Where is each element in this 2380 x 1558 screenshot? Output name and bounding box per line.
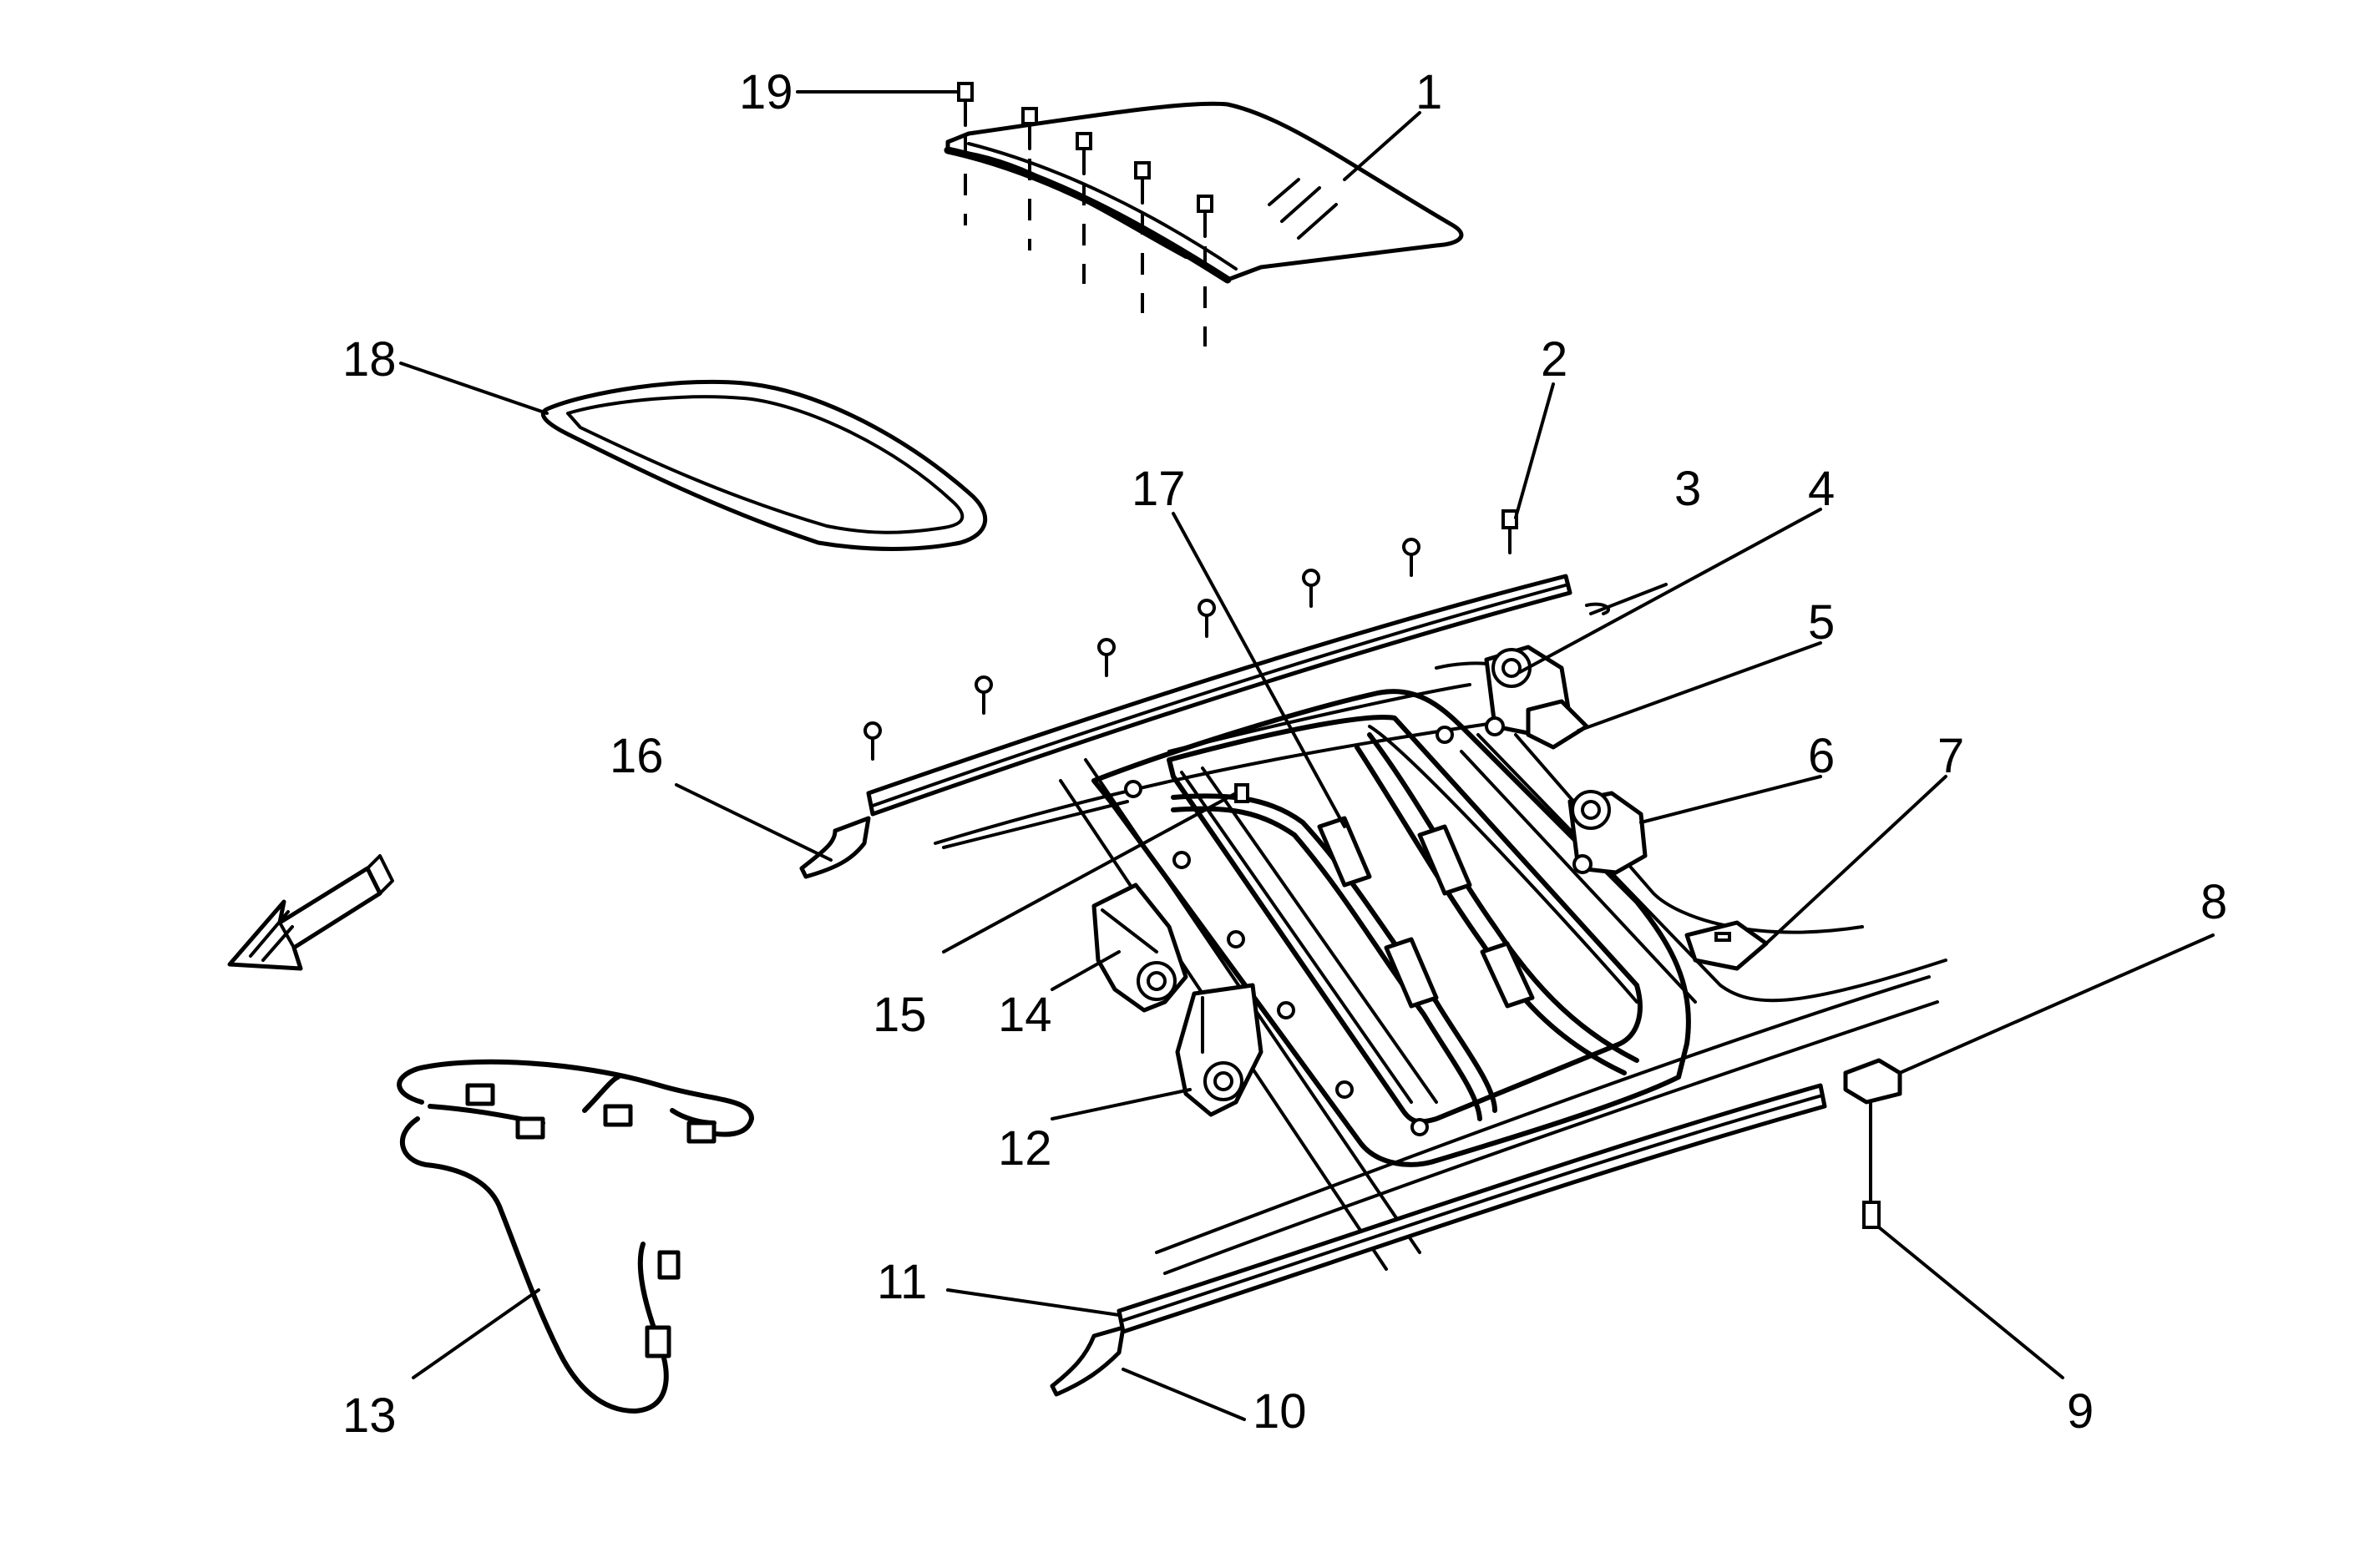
front-end-cap-left (799, 816, 871, 879)
front-guide-bracket (1684, 920, 1769, 971)
callout-3: 3 (1674, 462, 1701, 516)
drive-cables (1171, 732, 1639, 1121)
rear-guide-bracket (1526, 699, 1589, 750)
callout-6: 6 (1808, 729, 1835, 783)
callout-19: 19 (739, 65, 793, 119)
callout-10: 10 (1253, 1384, 1307, 1439)
wiring-harness (397, 1059, 754, 1414)
callout-4: 4 (1808, 462, 1835, 516)
glass-seal (540, 379, 988, 551)
sunshade-motor (1091, 883, 1188, 1013)
callout-17: 17 (1132, 462, 1186, 516)
drive-cable-bracket-lower (1567, 790, 1648, 875)
rear-rail (866, 574, 1611, 817)
glass-panel-bolts (957, 82, 1213, 347)
callout-11: 11 (877, 1255, 927, 1309)
rail-screw (1862, 1201, 1881, 1229)
front-rail (1117, 1083, 1827, 1334)
callout-7: 7 (1937, 729, 1964, 783)
callout-8: 8 (2200, 875, 2227, 929)
callout-labels: 1 2 3 4 5 6 7 8 9 10 11 12 13 14 15 16 1… (342, 65, 2227, 1443)
front-end-cap-right (1050, 1325, 1126, 1397)
front-direction-arrow-icon (227, 854, 394, 971)
rail-screws (863, 509, 1518, 761)
callout-5: 5 (1808, 595, 1835, 650)
callout-1: 1 (1415, 65, 1442, 119)
callout-15: 15 (873, 988, 927, 1042)
callout-9: 9 (2067, 1384, 2094, 1439)
leader-lines (399, 90, 2215, 1421)
callout-13: 13 (342, 1389, 397, 1443)
rail-clip (1843, 1058, 1902, 1204)
callout-16: 16 (610, 729, 664, 783)
sunroof-motor (1175, 983, 1263, 1117)
callout-18: 18 (342, 332, 397, 387)
callout-14: 14 (998, 988, 1052, 1042)
callout-2: 2 (1541, 332, 1567, 387)
callout-12: 12 (998, 1121, 1052, 1176)
